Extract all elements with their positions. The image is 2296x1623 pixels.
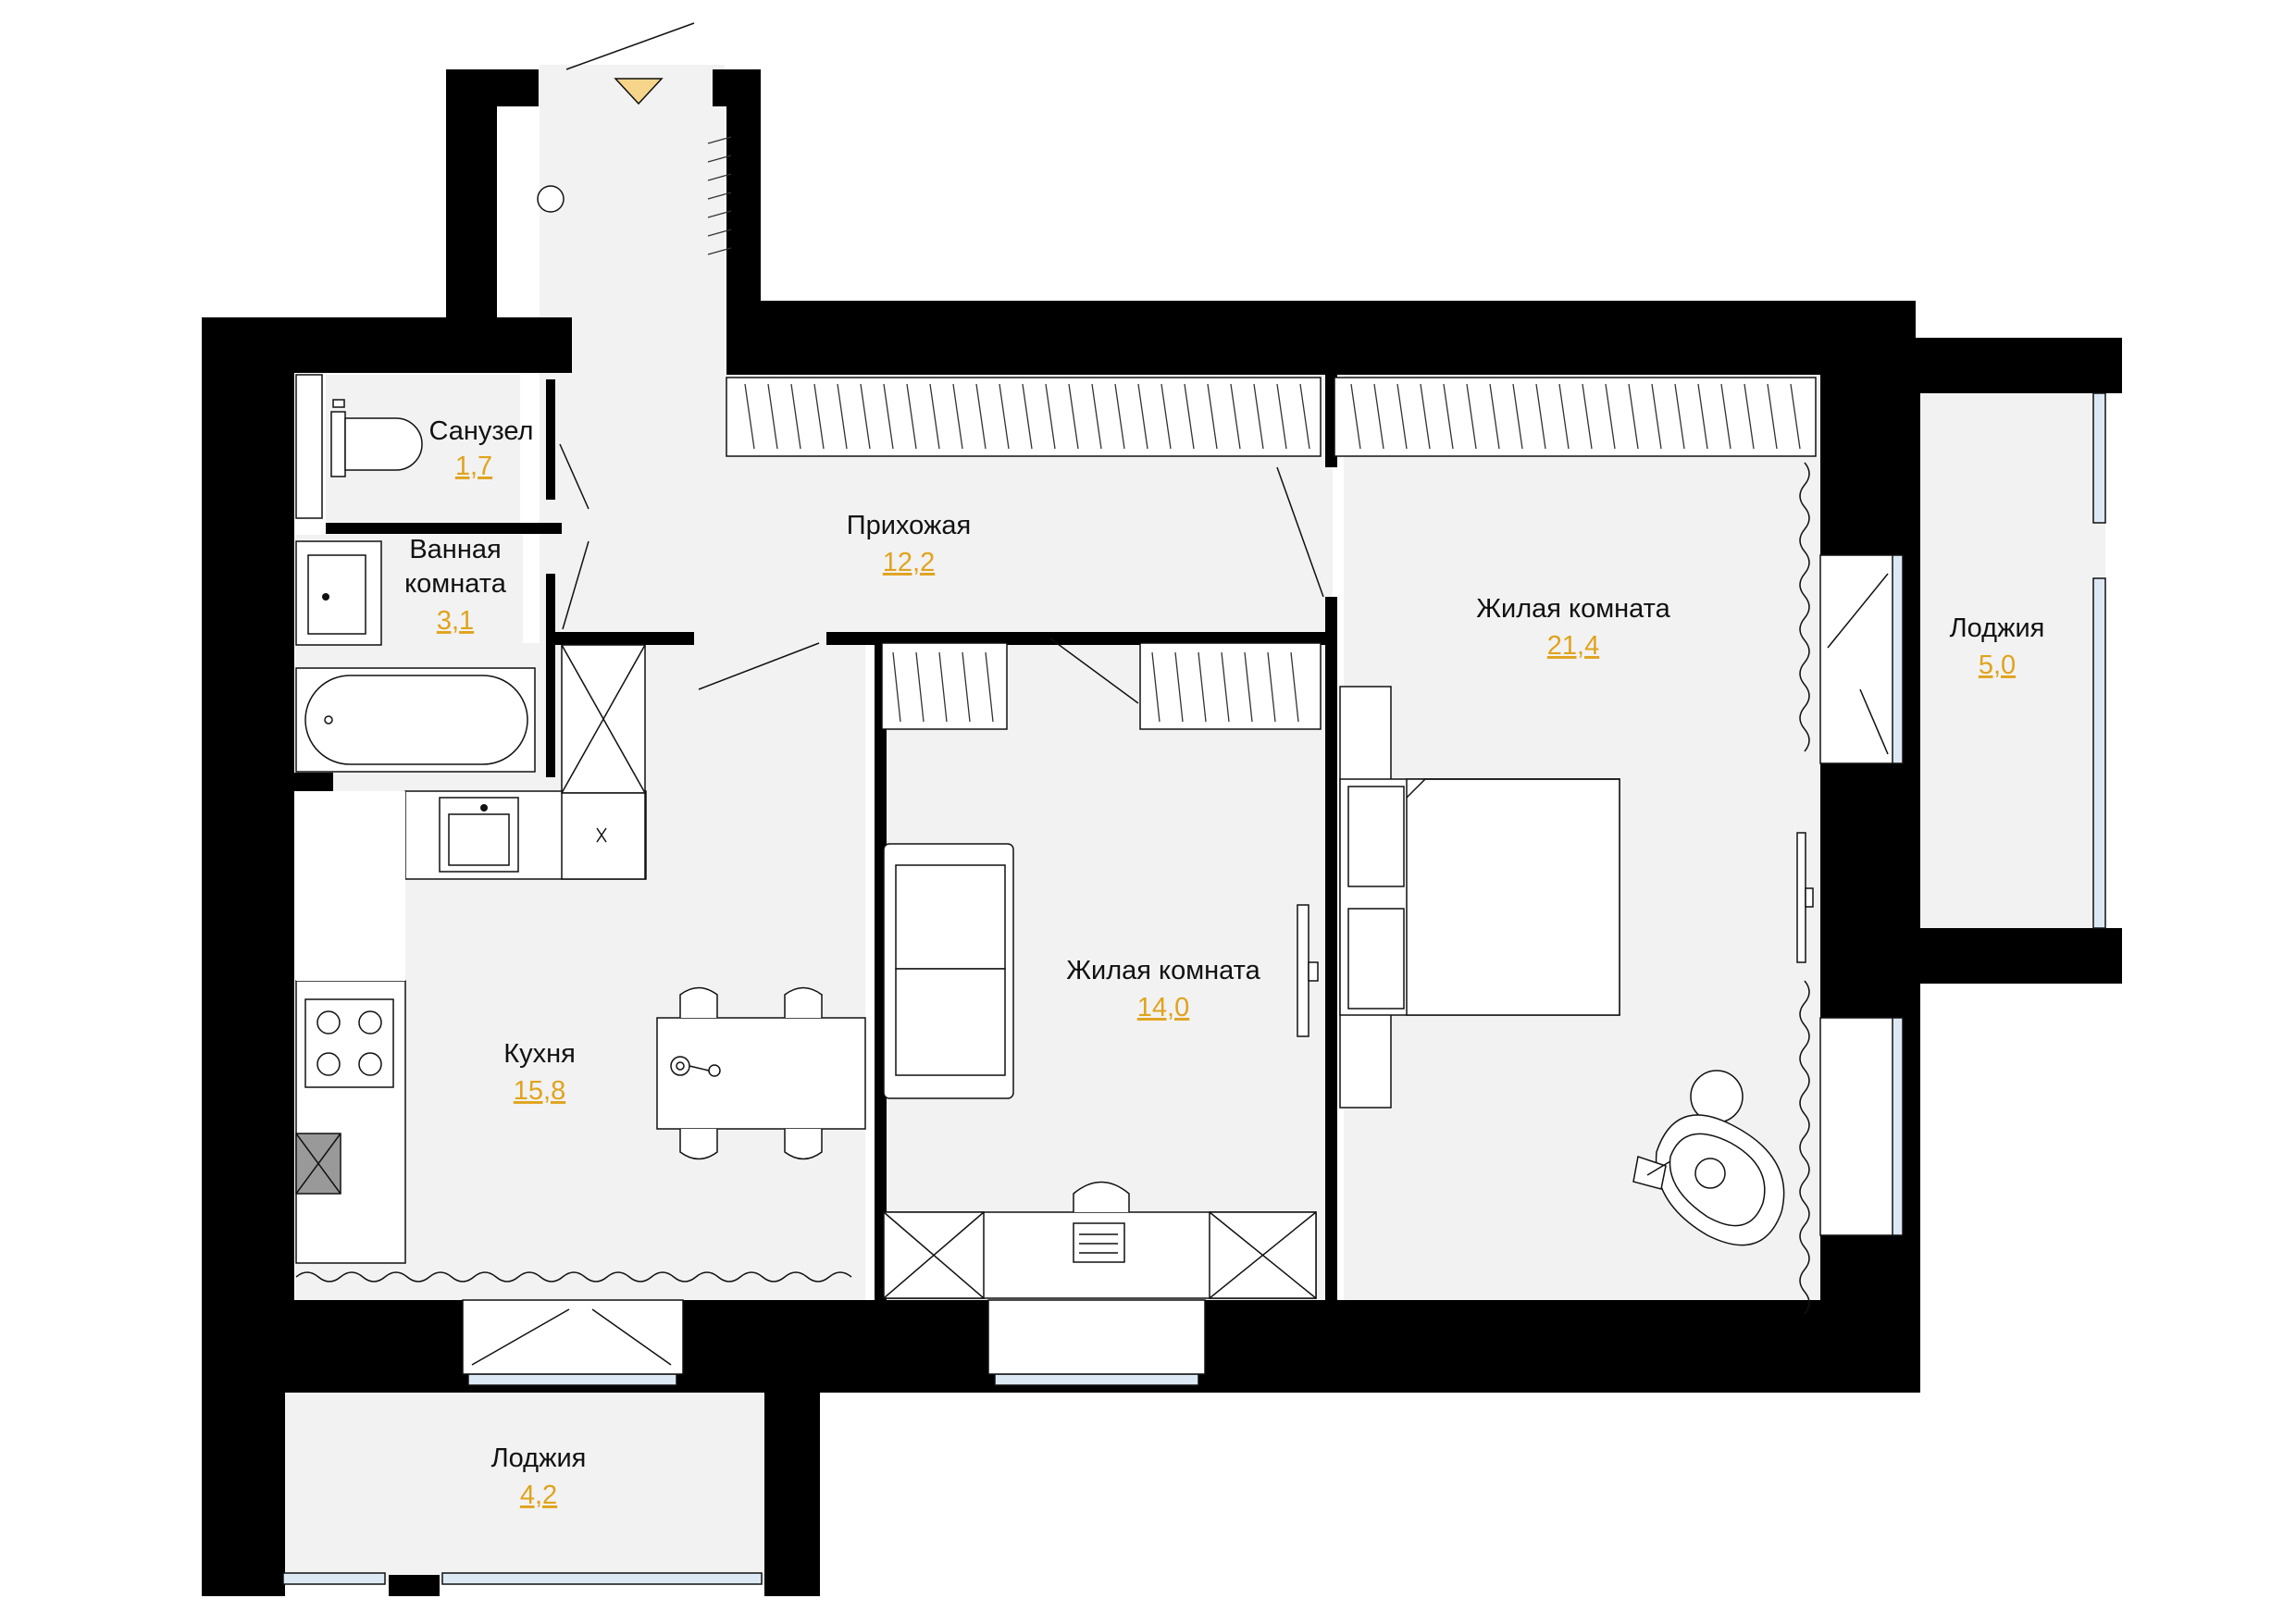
room-area: 12,2	[883, 548, 935, 577]
room-wc: Санузел 1,7	[429, 416, 534, 481]
room-area: 14,0	[1137, 993, 1189, 1022]
room-area: 21,4	[1547, 631, 1599, 661]
window	[282, 1572, 386, 1585]
room-living-small: Жилая комната 14,0	[1066, 956, 1260, 1022]
dining-table-icon	[656, 986, 866, 1160]
door	[562, 540, 590, 630]
loggia-bottom-floor	[283, 1393, 764, 1582]
window-bay	[987, 1299, 1206, 1375]
loggia-right-floor	[1920, 393, 2105, 928]
oven-icon	[295, 1133, 341, 1195]
wall	[1914, 928, 2122, 984]
room-name: Лоджия	[491, 1443, 587, 1473]
ventilation-shaft-icon	[561, 644, 646, 794]
coat-hook-icon	[537, 185, 565, 213]
window	[2092, 577, 2106, 929]
desk-icon	[883, 1181, 1317, 1299]
room-name: Лоджия	[1950, 613, 2045, 643]
sink-icon	[295, 540, 382, 646]
wall	[446, 69, 497, 338]
wall	[294, 773, 333, 791]
bathtub-icon	[295, 667, 536, 773]
armchair-icon	[1632, 1070, 1785, 1246]
wall	[726, 301, 1916, 375]
room-name-line-1: Ванная	[409, 535, 501, 564]
wardrobe-icon	[726, 377, 1817, 730]
room-loggia-bottom: Лоджия 4,2	[491, 1443, 587, 1510]
door	[1049, 638, 1139, 704]
entrance-arrow-icon	[614, 78, 664, 105]
door	[565, 22, 695, 70]
wall	[764, 1388, 820, 1596]
bay-lines	[471, 573, 1889, 1366]
toilet-icon	[330, 399, 423, 477]
wall	[1820, 375, 1920, 1393]
entry-closet-icon	[707, 136, 732, 255]
curtain-icon	[295, 462, 1810, 1315]
door	[559, 443, 590, 510]
window	[467, 1373, 677, 1386]
wall	[1325, 597, 1337, 1300]
door	[1276, 466, 1324, 598]
room-loggia-right: Лоджия 5,0	[1950, 613, 2045, 680]
window-bay	[1819, 554, 1893, 764]
sofa-icon	[883, 843, 1014, 1099]
room-bathroom: Ванная комната 3,1	[404, 535, 507, 636]
window-bay	[1819, 1017, 1893, 1236]
tv-icon	[1297, 904, 1319, 1037]
room-hallway: Прихожая 12,2	[847, 511, 971, 577]
window-bays	[462, 554, 1893, 1375]
room-living-large: Жилая комната 21,4	[1476, 594, 1670, 661]
wall	[546, 379, 555, 500]
wall	[202, 317, 294, 1300]
wall	[326, 523, 562, 534]
bed-icon	[1339, 686, 1620, 1109]
window-bay	[462, 1299, 684, 1375]
room-name: Жилая комната	[1476, 594, 1670, 624]
wall	[446, 69, 539, 106]
window	[2092, 392, 2106, 524]
wall	[546, 574, 555, 777]
wall	[875, 632, 887, 1300]
doors	[559, 22, 1324, 704]
wall	[826, 632, 1155, 645]
wall	[1914, 338, 2122, 393]
windows	[282, 392, 2106, 1585]
room-name: Санузел	[429, 416, 534, 446]
room-name: Прихожая	[847, 511, 971, 540]
room-kitchen: Кухня 15,8	[503, 1039, 576, 1106]
room-area: 15,8	[514, 1076, 565, 1106]
room-name-line-2: комната	[404, 569, 507, 599]
door	[698, 642, 820, 690]
wall	[389, 1575, 440, 1596]
window	[441, 1572, 763, 1585]
tv-icon	[1796, 832, 1814, 963]
room-area: 1,7	[455, 452, 492, 481]
wall	[1140, 632, 1325, 645]
room-area: 4,2	[520, 1481, 557, 1510]
room-area: 5,0	[1979, 650, 2016, 680]
wall	[1513, 1300, 1914, 1393]
room-name: Жилая комната	[1066, 956, 1260, 985]
room-name: Кухня	[503, 1039, 576, 1069]
stove-icon	[304, 998, 394, 1088]
wc-cabinet	[295, 374, 323, 519]
fridge-icon	[561, 792, 646, 880]
room-area: 3,1	[437, 606, 474, 636]
room-labels: Санузел 1,7 Ванная комната 3,1 Прихожая …	[404, 416, 2044, 1510]
wall	[555, 632, 694, 645]
window	[994, 1373, 1199, 1386]
kitchen-sink-icon	[439, 797, 519, 873]
